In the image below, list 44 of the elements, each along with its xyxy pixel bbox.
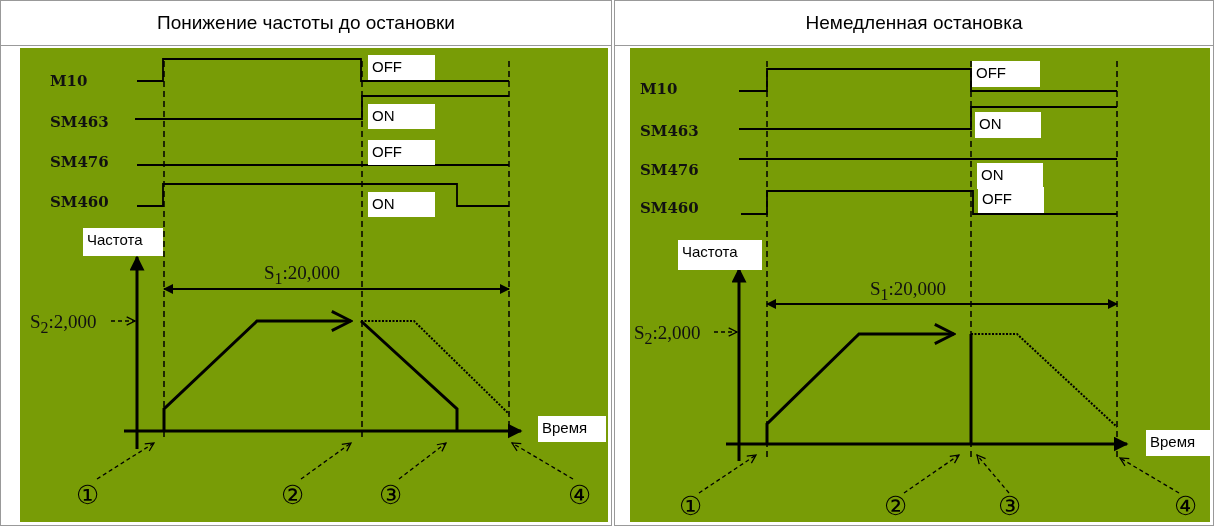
axis-label: Время — [1146, 430, 1210, 456]
leader-line — [713, 327, 738, 337]
callout-number: ④ — [568, 481, 592, 509]
axis-label: Частота — [678, 240, 762, 270]
leader-line — [976, 454, 1010, 494]
state-label: OFF — [972, 61, 1040, 87]
axis-label: Время — [538, 416, 606, 442]
state-label: OFF — [368, 55, 435, 80]
leader-line — [698, 454, 757, 494]
callout-number: ② — [884, 492, 908, 520]
leader-line — [903, 454, 960, 494]
signal-name: SM463 — [50, 113, 109, 131]
dimension-label: S$_{1}$:20,000 — [264, 262, 341, 288]
column-header: Понижение частоты до остановки — [1, 1, 611, 46]
state-label: ON — [368, 104, 435, 129]
leader-line — [398, 442, 447, 480]
signal-name: SM463 — [640, 122, 699, 140]
axis-label: Частота — [83, 228, 163, 256]
leader-line — [511, 442, 574, 480]
callout-number: ① — [76, 481, 100, 509]
signal-name: SM476 — [50, 153, 109, 171]
leader-line — [1119, 457, 1180, 494]
leader-line — [96, 442, 155, 480]
state-label: ON — [977, 163, 1043, 189]
column-header: Немедленная остановка — [615, 1, 1213, 46]
signal-name: M10 — [640, 80, 678, 98]
state-label: ON — [368, 192, 435, 217]
callout-number: ③ — [998, 492, 1022, 520]
value-label: S$_{2}$:2,000 — [30, 311, 97, 337]
leader-line — [110, 316, 136, 326]
callout-number: ② — [281, 481, 305, 509]
signal-name: SM460 — [640, 199, 699, 217]
state-label: OFF — [368, 140, 435, 165]
callout-number: ④ — [1174, 492, 1198, 520]
state-label: ON — [975, 112, 1041, 138]
signal-name: SM476 — [640, 161, 699, 179]
callout-number: ① — [679, 492, 703, 520]
signal-name: SM460 — [50, 193, 109, 211]
callout-number: ③ — [379, 481, 403, 509]
state-label: OFF — [978, 187, 1044, 213]
signal-name: M10 — [50, 72, 88, 90]
leader-line — [300, 442, 352, 480]
value-label: S$_{2}$:2,000 — [634, 322, 701, 348]
dimension-label: S$_{1}$:20,000 — [870, 278, 947, 304]
